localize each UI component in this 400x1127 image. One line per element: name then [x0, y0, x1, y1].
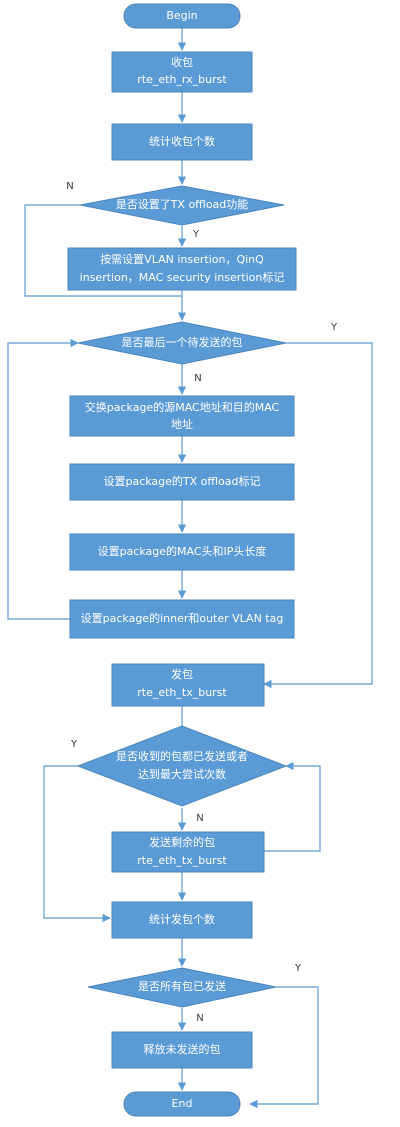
free-label: 释放未发送的包 [144, 1042, 221, 1056]
decision-all-sent: 是否收到的包都已发送或者 达到最大尝试次数 [76, 725, 288, 807]
edges [7, 28, 373, 1109]
swap-mac-label-2: 地址 [171, 417, 193, 431]
set-flags-label-1: 按需设置VLAN insertion，QinQ [100, 252, 264, 266]
end-label: End [172, 1097, 193, 1110]
send-rest-label-2: rte_eth_tx_burst [137, 854, 227, 867]
set-tx-flag-node: 设置package的TX offload标记 [69, 463, 295, 501]
send-node: 发包 rte_eth_tx_burst [111, 663, 265, 707]
set-len-label: 设置package的MAC头和IP头长度 [98, 544, 267, 558]
end-node: End [123, 1091, 241, 1117]
begin-label: Begin [166, 9, 197, 22]
set-vlan-node: 设置package的inner和outer VLAN tag [69, 599, 295, 639]
decision-last-pkt-label: 是否最后一个待发送的包 [122, 335, 243, 349]
branch-labels: N Y Y N Y N Y N [66, 181, 338, 1024]
edge-tx-no [24, 204, 182, 297]
decision-tx-offload: 是否设置了TX offload功能 [79, 185, 285, 226]
branch-last-yes: Y [330, 322, 338, 333]
branch-all-no: N [196, 1013, 203, 1024]
decision-all-pkts: 是否所有包已发送 [87, 967, 277, 1008]
send-label-2: rte_eth_tx_burst [137, 686, 227, 699]
recv-label-2: rte_eth_rx_burst [137, 73, 227, 86]
decision-tx-offload-label: 是否设置了TX offload功能 [116, 197, 249, 211]
branch-allsent-no: N [196, 813, 203, 824]
begin-node: Begin [123, 3, 241, 29]
edge-rest-loop [264, 761, 321, 852]
branch-last-no: N [194, 373, 201, 384]
free-node: 释放未发送的包 [111, 1031, 253, 1069]
decision-all-sent-label-2: 达到最大尝试次数 [138, 767, 226, 781]
set-tx-flag-label: 设置package的TX offload标记 [103, 474, 260, 488]
set-flags-label-2: insertion，MAC security insertion标记 [80, 270, 285, 284]
count-sent-label: 统计发包个数 [149, 912, 215, 926]
send-rest-label-1: 发送剩余的包 [149, 835, 215, 849]
branch-all-yes: Y [294, 963, 302, 974]
edge-vlan-loop [7, 338, 79, 620]
edge-allsent-yes [43, 765, 111, 923]
branch-tx-no: N [66, 181, 73, 192]
decision-all-sent-label-1: 是否收到的包都已发送或者 [116, 749, 248, 763]
swap-mac-node: 交换package的源MAC地址和目的MAC 地址 [69, 395, 295, 437]
recv-node: 收包 rte_eth_rx_burst [111, 51, 253, 93]
edge-all-yes [249, 986, 319, 1109]
set-len-node: 设置package的MAC头和IP头长度 [69, 533, 295, 571]
decision-last-pkt: 是否最后一个待发送的包 [77, 321, 287, 365]
count-sent-node: 统计发包个数 [111, 901, 253, 939]
recv-label-1: 收包 [171, 55, 193, 69]
set-vlan-label: 设置package的inner和outer VLAN tag [81, 611, 284, 625]
count-recv-label: 统计收包个数 [149, 134, 215, 148]
branch-tx-yes: Y [192, 229, 200, 240]
branch-allsent-yes: Y [70, 739, 78, 750]
count-recv-node: 统计收包个数 [111, 123, 253, 161]
decision-all-pkts-label: 是否所有包已发送 [138, 979, 226, 993]
edge-last-yes [263, 342, 373, 689]
swap-mac-label-1: 交换package的源MAC地址和目的MAC [85, 400, 280, 414]
send-rest-node: 发送剩余的包 rte_eth_tx_burst [111, 831, 265, 873]
set-flags-node: 按需设置VLAN insertion，QinQ insertion，MAC se… [67, 247, 297, 291]
send-label-1: 发包 [171, 667, 193, 681]
